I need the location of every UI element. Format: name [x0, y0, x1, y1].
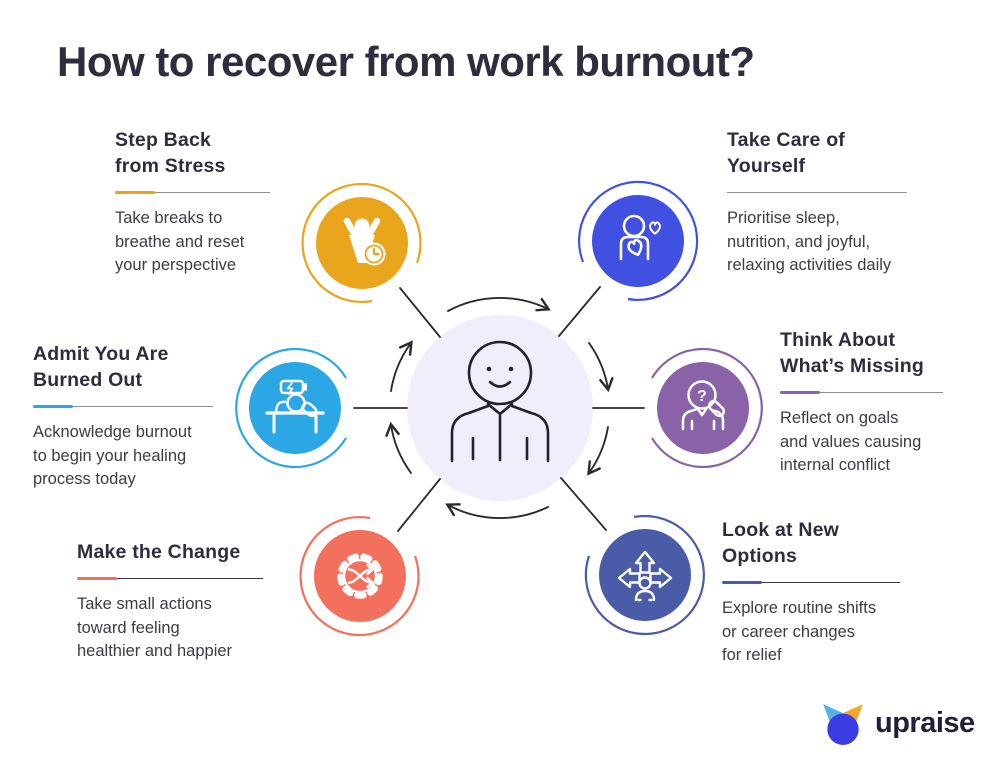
- page-title: How to recover from work burnout?: [57, 38, 755, 85]
- node-block-take-care: Take Care of Yourself Prioritise sleep, …: [727, 128, 932, 278]
- node-block-admit-burnout: Admit You Are Burned Out Acknowledge bur…: [33, 342, 238, 492]
- node-block-whats-missing: Think About What’s Missing Reflect on go…: [780, 328, 985, 478]
- person-stretching-with-clock-icon: [343, 217, 386, 266]
- divider-line: [820, 391, 943, 394]
- node-block-make-change: Make the Change Take small actions towar…: [77, 540, 282, 664]
- node-ring: [584, 514, 705, 636]
- person-direction-arrows-icon: [617, 550, 673, 602]
- connector-line: [560, 477, 607, 531]
- upraise-logo: upraise: [820, 700, 975, 746]
- node-divider: [780, 390, 943, 394]
- connector-lines: [353, 286, 645, 532]
- node-body: Explore routine shifts or career changes…: [722, 598, 877, 665]
- node-circle-new-options: [584, 514, 705, 636]
- person-holding-heart-icon: [619, 214, 661, 261]
- divider-accent: [780, 390, 820, 394]
- node-divider: [722, 580, 900, 584]
- connector-line: [397, 478, 441, 532]
- node-ring: [651, 347, 763, 469]
- divider-line: [117, 577, 263, 580]
- divider-accent: [77, 576, 117, 580]
- node-body: Acknowledge burnout to begin your healin…: [33, 422, 192, 489]
- node-circle-admit-burnout: [235, 347, 347, 469]
- node-heading: Think About What’s Missing: [780, 329, 925, 377]
- node-ring: [235, 347, 347, 469]
- node-body: Reflect on goals and values causing inte…: [780, 408, 922, 475]
- node-circle-take-care: [578, 180, 699, 301]
- logo-text: upraise: [875, 706, 975, 739]
- cycle-arrows: [385, 297, 614, 519]
- node-body: Take breaks to breathe and reset your pe…: [115, 208, 245, 275]
- divider-line: [762, 581, 900, 584]
- node-block-step-back: Step Back from Stress Take breaks to bre…: [115, 128, 310, 278]
- center-person-figure: [450, 340, 550, 463]
- divider-line: [155, 191, 270, 194]
- divider-accent: [33, 404, 73, 408]
- divider-accent: [722, 580, 762, 584]
- divider-line: [727, 191, 907, 194]
- node-divider: [33, 404, 213, 408]
- node-ring: [299, 515, 420, 637]
- node-divider: [77, 576, 263, 580]
- gear-shuffle-arrows-icon: [337, 553, 383, 599]
- node-circle-step-back: [301, 182, 422, 304]
- connector-line: [558, 286, 601, 337]
- node-heading: Admit You Are Burned Out: [33, 343, 169, 391]
- node-heading: Take Care of Yourself: [727, 129, 846, 177]
- node-circle-whats-missing: ?: [651, 347, 763, 469]
- node-ring: [578, 180, 699, 301]
- center-circle: [407, 315, 593, 501]
- node-block-new-options: Look at New Options Explore routine shif…: [722, 518, 927, 668]
- node-ring: [301, 182, 422, 304]
- node-circle-make-change: [299, 515, 420, 637]
- divider-line: [73, 405, 213, 408]
- svg-text:?: ?: [697, 388, 707, 405]
- exhausted-person-at-desk-icon: [265, 379, 325, 434]
- node-heading: Look at New Options: [722, 519, 840, 567]
- node-heading: Step Back from Stress: [115, 129, 226, 177]
- divider-accent: [115, 190, 155, 194]
- node-body: Prioritise sleep, nutrition, and joyful,…: [727, 208, 892, 275]
- node-divider: [727, 191, 907, 194]
- person-question-magnifier-icon: ?: [681, 380, 726, 431]
- node-heading: Make the Change: [77, 541, 241, 563]
- node-body: Take small actions toward feeling health…: [77, 594, 233, 661]
- upraise-logo-mark-icon: [823, 704, 863, 745]
- connector-line: [399, 287, 441, 338]
- node-divider: [115, 190, 270, 194]
